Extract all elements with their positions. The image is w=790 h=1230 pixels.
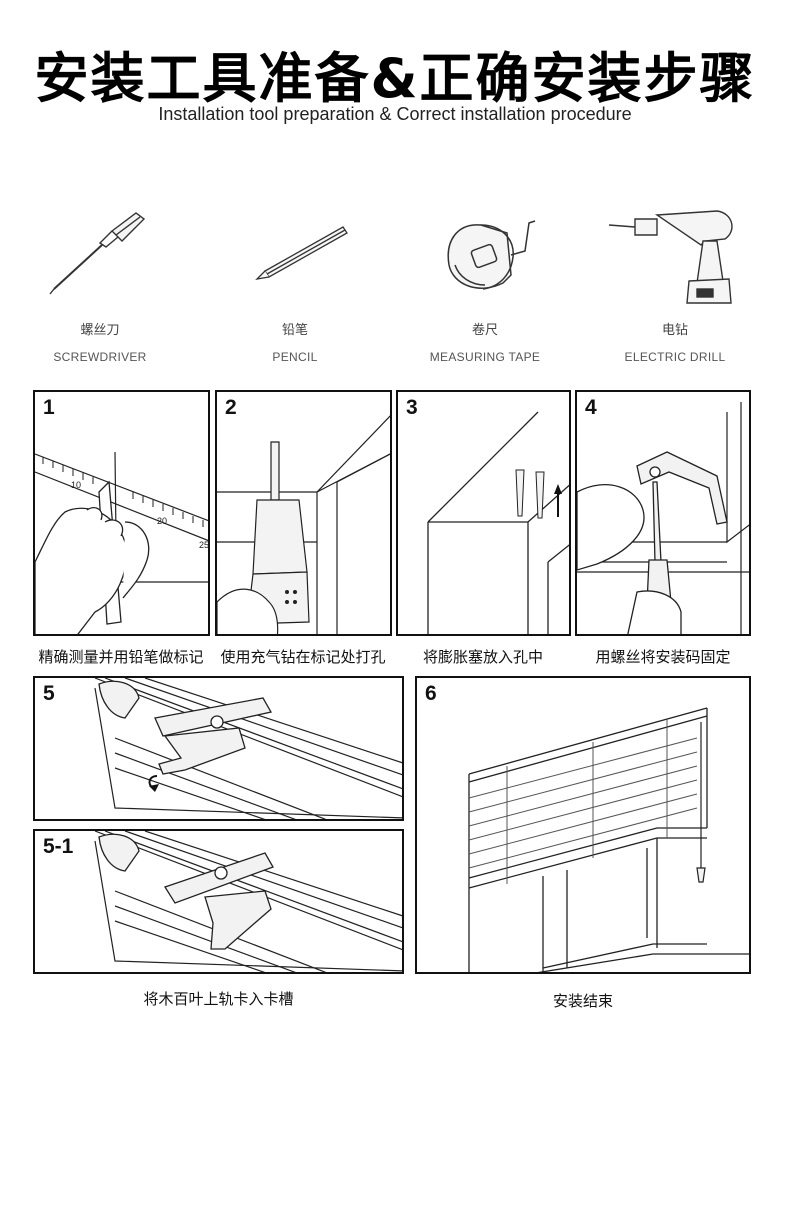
step-5-1-illustration bbox=[35, 831, 404, 974]
tool-electric-drill: 电钻 ELECTRIC DRILL bbox=[580, 205, 770, 364]
tool-label-en: ELECTRIC DRILL bbox=[580, 350, 770, 364]
step-1-caption: 精确测量并用铅笔做标记 bbox=[30, 646, 212, 667]
page-title: 安装工具准备&正确安装步骤 bbox=[0, 34, 790, 113]
step-5-1-panel: 5-1 bbox=[33, 829, 404, 974]
page-subtitle: Installation tool preparation & Correct … bbox=[0, 104, 790, 125]
step-number: 5-1 bbox=[43, 835, 73, 859]
step-2-illustration bbox=[217, 392, 392, 636]
measuring-tape-icon bbox=[425, 205, 545, 305]
step-3-panel: 3 bbox=[396, 390, 571, 636]
step-1-panel: 1 10 20 25 bbox=[33, 390, 210, 636]
step-number: 4 bbox=[585, 396, 597, 420]
step-number: 1 bbox=[43, 396, 55, 420]
tool-label-zh: 螺丝刀 bbox=[5, 319, 195, 338]
step-5-caption: 将木百叶上轨卡入卡槽 bbox=[33, 988, 404, 1009]
step-6-panel: 6 bbox=[415, 676, 751, 974]
ruler-mark: 20 bbox=[157, 516, 167, 526]
step-5-panel: 5 bbox=[33, 676, 404, 821]
step-number: 5 bbox=[43, 682, 55, 706]
tool-label-en: SCREWDRIVER bbox=[5, 350, 195, 364]
pencil-icon bbox=[235, 205, 355, 305]
tool-label-zh: 卷尺 bbox=[390, 319, 580, 338]
step-3-illustration bbox=[398, 392, 571, 636]
step-1-illustration: 10 20 25 bbox=[35, 392, 210, 636]
tool-label-en: MEASURING TAPE bbox=[390, 350, 580, 364]
tool-screwdriver: 螺丝刀 SCREWDRIVER bbox=[5, 205, 195, 364]
step-2-panel: 2 bbox=[215, 390, 392, 636]
step-number: 2 bbox=[225, 396, 237, 420]
step-2-caption: 使用充气钻在标记处打孔 bbox=[212, 646, 394, 667]
ruler-mark: 10 bbox=[71, 480, 81, 490]
ruler-mark: 25 bbox=[199, 540, 209, 550]
electric-drill-icon bbox=[605, 205, 745, 305]
tool-label-zh: 铅笔 bbox=[200, 319, 390, 338]
step-4-panel: 4 bbox=[575, 390, 751, 636]
tool-pencil: 铅笔 PENCIL bbox=[200, 205, 390, 364]
step-number: 6 bbox=[425, 682, 437, 706]
step-6-illustration bbox=[417, 678, 751, 974]
step-3-caption: 将膨胀塞放入孔中 bbox=[393, 646, 573, 667]
tool-label-zh: 电钻 bbox=[580, 319, 770, 338]
step-5-illustration bbox=[35, 678, 404, 821]
screwdriver-icon bbox=[40, 205, 160, 305]
step-number: 3 bbox=[406, 396, 418, 420]
step-6-caption: 安装结束 bbox=[415, 990, 751, 1011]
step-4-illustration bbox=[577, 392, 751, 636]
step-4-caption: 用螺丝将安装码固定 bbox=[572, 646, 754, 667]
tool-measuring-tape: 卷尺 MEASURING TAPE bbox=[390, 205, 580, 364]
tool-label-en: PENCIL bbox=[200, 350, 390, 364]
